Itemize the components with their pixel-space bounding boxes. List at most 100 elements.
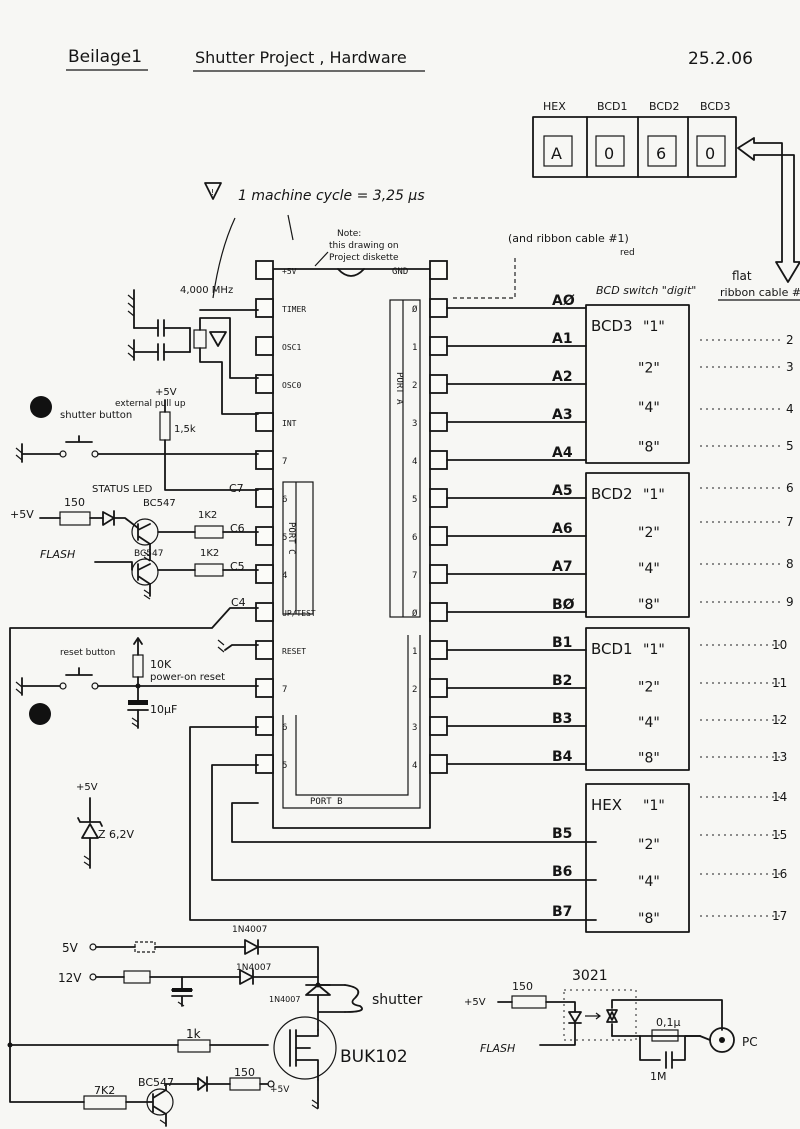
ribbon-number: 13 <box>772 750 787 764</box>
port-a-bit-label: A7 <box>552 559 573 575</box>
flash-label: FLASH <box>40 548 75 561</box>
r7k2-label: 7K2 <box>94 1084 115 1097</box>
port-a-bit-label: A1 <box>552 331 573 347</box>
switch-group-label: HEX <box>591 796 622 814</box>
chip-pin-right-label: Ø <box>412 608 418 619</box>
opto-package <box>563 989 637 1041</box>
header-date: 25.2.06 <box>688 49 753 69</box>
r15k-label: 1,5k <box>174 424 196 435</box>
note-line2: Project diskette <box>329 253 399 263</box>
port-a-label: PORT A <box>394 372 404 405</box>
microcontroller: +5VTIMEROSC1OSC0INT7654UP/TESTRESET765GN… <box>255 260 448 829</box>
chip-pins: +5VTIMEROSC1OSC0INT7654UP/TESTRESET765GN… <box>255 260 448 774</box>
chip-pin-right-label: 2 <box>412 381 417 391</box>
ribbon-number: 9 <box>786 595 794 609</box>
switch-weight-label: "2" <box>638 680 660 696</box>
chip-pin-right-11 <box>429 678 448 698</box>
switch-weight-label: "4" <box>638 874 660 890</box>
chip-pin-left-9 <box>255 602 274 622</box>
chip-pin-left-12 <box>255 716 274 736</box>
display-label-bcd1: BCD1 <box>597 100 628 113</box>
wire-b6 <box>211 764 597 881</box>
switch-weight-label: "1" <box>643 798 665 814</box>
chip-pin-left-label: 7 <box>282 457 287 467</box>
pullup-label: external pull up <box>115 399 186 409</box>
bcd-switch-groups: BCD3"1""2""4""8"BCD2"1""2""4""8"BCD1"1""… <box>585 304 690 933</box>
reset-button-label: reset button <box>60 648 115 658</box>
chip-pin-right-5 <box>429 450 448 470</box>
pullup-5v: +5V <box>155 387 177 398</box>
chip-pin-right-label: 2 <box>412 685 417 695</box>
display-label-bcd2: BCD2 <box>649 100 680 113</box>
switch-weight-label: "2" <box>638 361 660 377</box>
chip-pin-left-label: 6 <box>282 495 287 505</box>
cap01-label: 0,1µ <box>656 1016 681 1029</box>
ribbon-number: 4 <box>786 402 794 416</box>
zener-circuit <box>77 797 103 869</box>
switch-group-label: BCD2 <box>591 485 633 503</box>
r150-opto-label: 150 <box>512 980 533 993</box>
switch-weight-label: "4" <box>638 561 660 577</box>
ribbon-number: 8 <box>786 557 794 571</box>
ribbon-number: 2 <box>786 333 794 347</box>
pc-label: PC <box>742 1035 758 1049</box>
display-frame <box>532 116 737 178</box>
switch-weight-label: "2" <box>638 525 660 541</box>
switch-weight-label: "4" <box>638 715 660 731</box>
port-a-bit-label: A4 <box>552 445 573 461</box>
port-a-bit-label: AØ <box>552 293 575 309</box>
switch-weight-label: "1" <box>643 487 665 503</box>
switch-weight-label: "8" <box>638 911 660 927</box>
chip-pin-left-label: 4 <box>282 571 287 581</box>
note-cycle: 1 machine cycle = 3,25 µs <box>238 188 425 204</box>
ribbon-number: 6 <box>786 481 794 495</box>
chip-pin-left-label: RESET <box>282 647 306 656</box>
crystal-label: 4,000 MHz <box>180 285 233 296</box>
shutter-label: shutter <box>372 992 423 1008</box>
chip-pin-left-label: 7 <box>282 685 287 695</box>
flash-circuit <box>9 558 259 1046</box>
chip-pin-right-8 <box>429 564 448 584</box>
flash-bottom-label: FLASH <box>480 1042 515 1055</box>
switch-weight-label: "1" <box>643 319 665 335</box>
chip-pin-left-6 <box>255 488 274 508</box>
chip-notch <box>337 268 365 277</box>
p5v-opto-label: +5V <box>464 997 486 1008</box>
chip-pin-left-10 <box>255 640 274 660</box>
por-label: power-on reset <box>150 672 225 683</box>
chip-pin-right-label: 4 <box>412 457 417 467</box>
chip-pin-right-label: 1 <box>412 647 417 657</box>
bc547-led-label: BC547 <box>143 498 176 509</box>
note-ribbon-red: red <box>620 248 635 258</box>
svg-text:!: ! <box>211 188 214 197</box>
chip-pin-left-label: 5 <box>282 761 287 771</box>
chip-pin-right-13 <box>429 754 448 774</box>
note-title: Note: <box>337 229 361 239</box>
bc547-bottom-label: BC547 <box>138 1076 174 1089</box>
port-b-bit-label: B5 <box>552 826 572 842</box>
chip-pin-left-label: OSC1 <box>282 343 301 352</box>
port-a-bracket <box>389 299 421 618</box>
v5-label: 5V <box>62 941 79 955</box>
display-digit-bcd3: 0 <box>705 144 715 163</box>
r150-bottom-label: 150 <box>234 1066 255 1079</box>
header-title: Shutter Project , Hardware <box>195 48 407 67</box>
ribbon-number: 14 <box>772 790 787 804</box>
port-b-label: PORT B <box>310 797 343 807</box>
chip-pin-right-label: 4 <box>412 761 417 771</box>
zener-5v: +5V <box>76 782 98 793</box>
crystal-circuit <box>127 289 259 415</box>
switch-group-3 <box>585 783 690 933</box>
port-a-bit-label: A3 <box>552 407 573 423</box>
diode2-label: 1N4007 <box>236 963 271 973</box>
status-led-label: STATUS LED <box>92 484 153 495</box>
chip-pin-right-label: GND <box>392 267 408 277</box>
chip-pin-left-label: 5 <box>282 533 287 543</box>
ribbon-number: 7 <box>786 515 794 529</box>
display-digit-bcd1: 0 <box>604 144 614 163</box>
display-digit-hex: A <box>551 144 562 163</box>
ribbon-number: 16 <box>772 867 787 881</box>
port-a-bit-label: A2 <box>552 369 573 385</box>
